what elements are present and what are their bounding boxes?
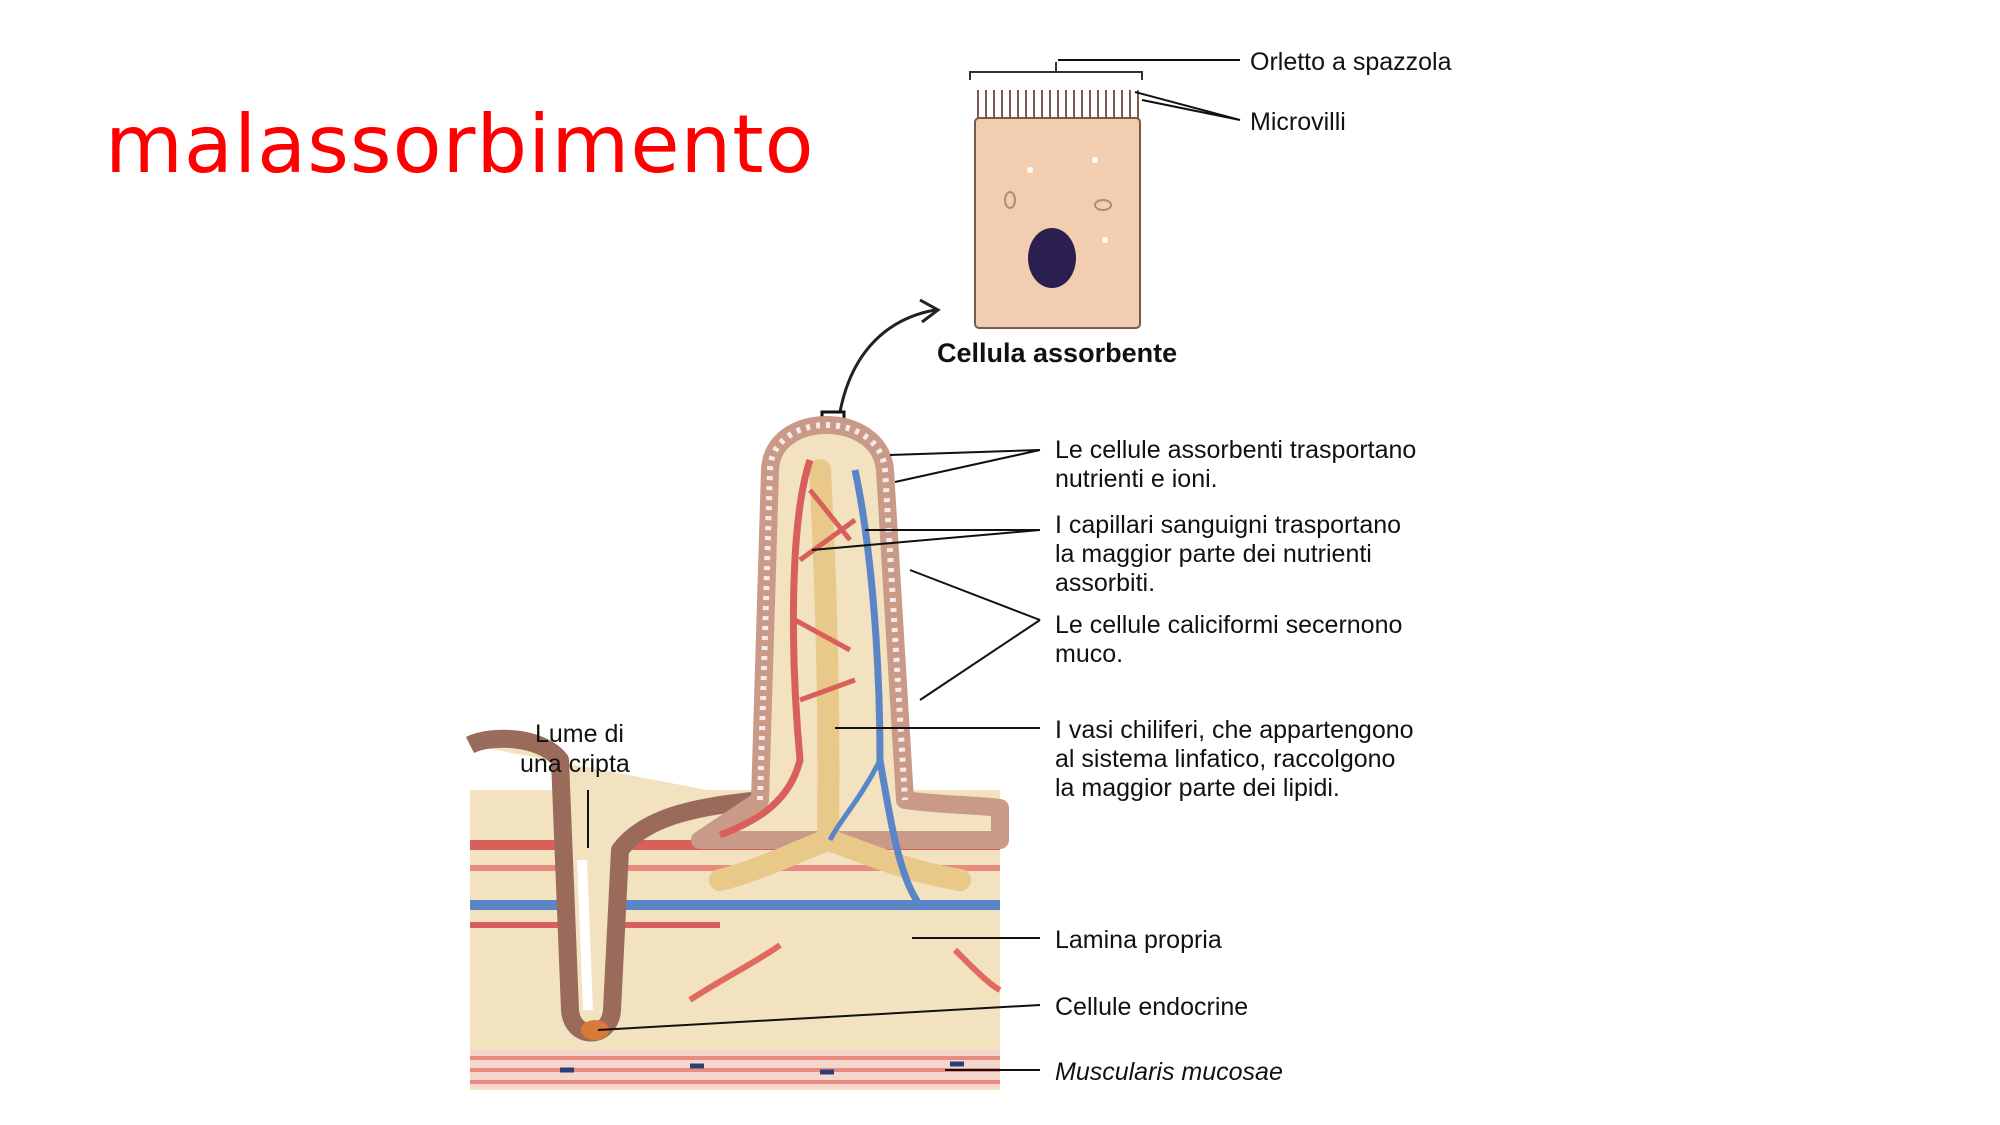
absorptive-cell-illustration: [969, 62, 1143, 329]
magnify-arrow: [838, 308, 936, 413]
microvilli-illustration: [977, 90, 1139, 118]
label-lamina-propria: Lamina propria: [1055, 926, 1222, 954]
label-microvilli: Microvilli: [1250, 108, 1346, 136]
nucleus: [1028, 228, 1076, 288]
label-capillaries-line2: la maggior parte dei nutrienti: [1055, 540, 1372, 568]
label-absorptive-cells-line1: Le cellule assorbenti trasportano: [1055, 436, 1416, 464]
label-absorptive-cells-line2: nutrienti e ioni.: [1055, 465, 1218, 493]
label-lacteals-line3: la maggior parte dei lipidi.: [1055, 774, 1340, 802]
label-endocrine-cells: Cellule endocrine: [1055, 993, 1248, 1021]
tissue-block: [465, 416, 1009, 1090]
label-muscularis-mucosae: Muscularis mucosae: [1055, 1058, 1283, 1086]
label-lacteals-line2: al sistema linfatico, raccolgono: [1055, 745, 1395, 773]
leader-lines: [587, 59, 1241, 1071]
artery-capillary: [718, 458, 814, 839]
endocrine-cell: [581, 1020, 609, 1040]
label-brush-border: Orletto a spazzola: [1250, 48, 1452, 76]
label-absorptive-cell: Cellula assorbente: [937, 338, 1177, 368]
label-capillaries-line1: I capillari sanguigni trasportano: [1055, 511, 1401, 539]
brush-border-bracket: [969, 62, 1143, 80]
vein-capillary: [851, 469, 923, 908]
label-goblet-line1: Le cellule caliciformi secernono: [1055, 611, 1402, 639]
label-crypt-lumen-line1: Lume di: [535, 720, 624, 748]
label-lacteals-line1: I vasi chiliferi, che appartengono: [1055, 716, 1414, 744]
slide-title: malassorbimento: [105, 98, 815, 191]
villus: [691, 416, 1009, 849]
label-crypt-lumen-line2: una cripta: [520, 750, 630, 778]
label-goblet-line2: muco.: [1055, 640, 1123, 668]
labels: Orletto a spazzola Microvilli Cellula as…: [520, 48, 1452, 1086]
label-capillaries-line3: assorbiti.: [1055, 569, 1155, 597]
